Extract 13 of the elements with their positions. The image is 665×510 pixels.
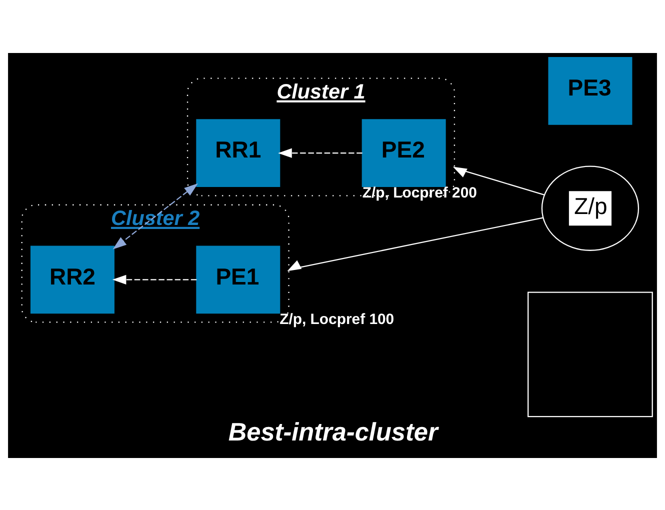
node-box: PE3 bbox=[548, 56, 632, 124]
node-box bbox=[528, 291, 653, 417]
node-box: PE2 bbox=[362, 118, 446, 187]
arrow bbox=[112, 274, 197, 284]
arrow bbox=[287, 216, 544, 271]
node-ellipse: Z/p bbox=[541, 165, 640, 250]
arrow bbox=[452, 166, 545, 195]
node-box: PE1 bbox=[196, 245, 280, 314]
caption: Best-intra-cluster bbox=[228, 418, 438, 446]
arrow bbox=[112, 182, 198, 249]
arrow bbox=[278, 148, 362, 158]
node-box: RR1 bbox=[196, 118, 280, 187]
node-box: RR2 bbox=[30, 245, 114, 314]
